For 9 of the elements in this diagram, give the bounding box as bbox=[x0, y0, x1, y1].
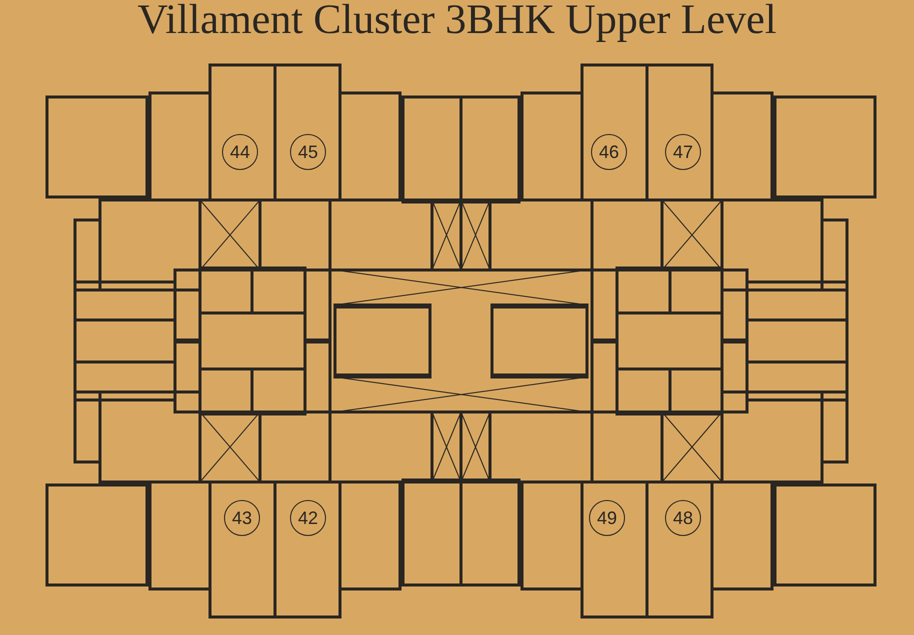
unit-number: 47 bbox=[665, 134, 701, 170]
plan-title: Villament Cluster 3BHK Upper Level bbox=[136, 0, 778, 44]
unit-number: 48 bbox=[665, 500, 701, 536]
unit-number: 49 bbox=[589, 500, 625, 536]
unit-number: 43 bbox=[224, 500, 260, 536]
unit-number: 44 bbox=[222, 134, 258, 170]
unit-number: 46 bbox=[591, 134, 627, 170]
unit-number: 42 bbox=[290, 500, 326, 536]
unit-number: 45 bbox=[290, 134, 326, 170]
